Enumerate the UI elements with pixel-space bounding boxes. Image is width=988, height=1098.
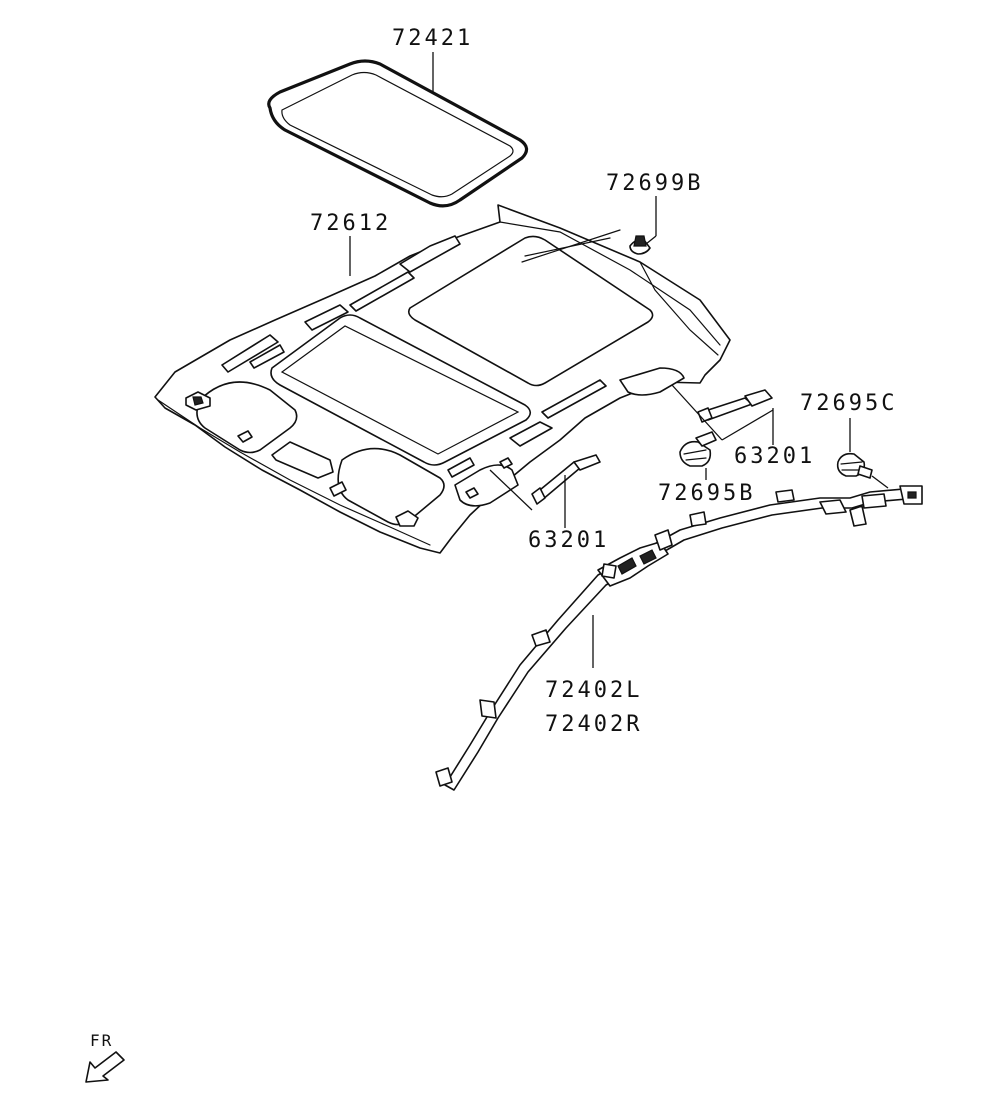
callout-72612: 72612 <box>310 211 391 276</box>
callout-63201-front: 63201 <box>489 469 609 553</box>
front-arrow-icon <box>85 1051 125 1083</box>
assist-grip-front <box>531 454 601 505</box>
callout-72699b: 72699B <box>606 171 703 245</box>
callout-72695c: 72695C <box>800 391 897 489</box>
roof-clip-72699b <box>629 235 651 255</box>
clip-72695b <box>679 431 717 467</box>
label-72421: 72421 <box>392 26 473 51</box>
label-63201-front: 63201 <box>528 528 609 553</box>
label-72402r: 72402R <box>545 712 642 737</box>
roof-harness <box>435 485 923 791</box>
label-72695c: 72695C <box>800 391 897 416</box>
callout-72695b: 72695B <box>658 468 755 506</box>
clip-72695c <box>836 452 873 479</box>
callout-72402: 72402L 72402R <box>545 615 642 737</box>
label-72612: 72612 <box>310 211 391 236</box>
callout-72421: 72421 <box>392 26 473 93</box>
label-72402l: 72402L <box>545 678 642 703</box>
sunroof-glass-panel <box>267 59 529 208</box>
label-72699b: 72699B <box>606 171 703 196</box>
label-72695b: 72695B <box>658 481 755 506</box>
front-orientation: FR <box>85 1031 125 1083</box>
orientation-label: FR <box>90 1031 113 1050</box>
label-63201-rear: 63201 <box>734 444 815 469</box>
assist-grip-rear <box>697 389 773 423</box>
headlining-panel <box>154 204 731 554</box>
callout-63201-rear: 63201 <box>671 384 815 469</box>
